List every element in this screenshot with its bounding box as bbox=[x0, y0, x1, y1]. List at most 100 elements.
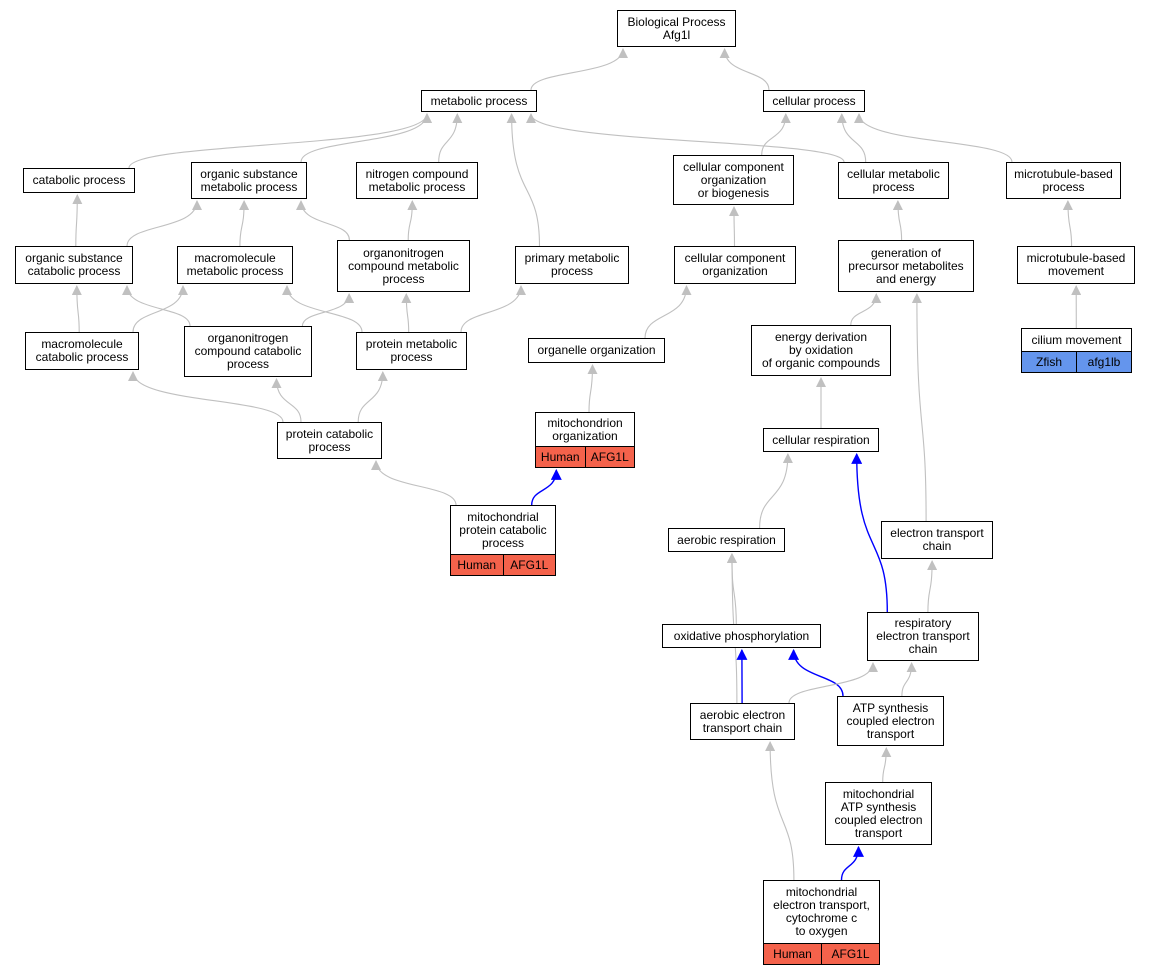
node-mito-et[interactable]: mitochondrial electron transport, cytoch… bbox=[763, 880, 880, 965]
node-label: protein catabolic process bbox=[285, 426, 374, 454]
node-label: cellular process bbox=[772, 93, 856, 108]
node-label: aerobic electron transport chain bbox=[699, 707, 786, 735]
node-label: macromolecule catabolic process bbox=[35, 337, 129, 364]
edge-org-subst-cat-to-org-subst-met bbox=[126, 200, 202, 247]
edge-orgnitro-cat-to-org-subst-cat bbox=[122, 285, 191, 327]
edge-etc-to-gen-prec bbox=[911, 293, 927, 522]
node-label: microtubule-based movement bbox=[1026, 251, 1126, 278]
edge-orgnitro-met-to-org-subst-met bbox=[296, 200, 350, 241]
node-cell-resp[interactable]: cellular respiration bbox=[763, 428, 879, 452]
edge-protein-met-to-macro-met bbox=[282, 285, 363, 333]
node-cell-met[interactable]: cellular metabolic process bbox=[838, 162, 949, 199]
edge-organelle-org-to-cco bbox=[644, 285, 692, 339]
edge-mito-atp-to-atp-synth bbox=[881, 747, 892, 783]
node-mito-atp[interactable]: mitochondrial ATP synthesis coupled elec… bbox=[825, 782, 932, 845]
node-organelle-org[interactable]: organelle organization bbox=[528, 338, 665, 363]
node-resp-etc[interactable]: respiratory electron transport chain bbox=[867, 612, 979, 661]
node-ccob[interactable]: cellular component organization or bioge… bbox=[673, 155, 794, 205]
node-aerobic-resp[interactable]: aerobic respiration bbox=[668, 528, 785, 552]
node-protein-met[interactable]: protein metabolic process bbox=[356, 332, 467, 370]
node-nitrogen[interactable]: nitrogen compound metabolic process bbox=[356, 162, 478, 199]
edge-gen-prec-to-cell-met bbox=[892, 200, 903, 241]
node-label: organic substance catabolic process bbox=[25, 251, 123, 278]
node-label: mitochondrial electron transport, cytoch… bbox=[773, 885, 870, 938]
gene-tag: AFG1L bbox=[502, 555, 555, 575]
node-aerobic-etc[interactable]: aerobic electron transport chain bbox=[690, 703, 795, 740]
node-energy-deriv[interactable]: energy derivation by oxidation of organi… bbox=[751, 325, 891, 376]
edge-mito-et-to-aerobic-etc bbox=[765, 741, 795, 881]
edge-mito-et-to-mito-atp bbox=[840, 845, 864, 881]
edge-cell-met-to-cellular bbox=[836, 113, 867, 163]
node-mt-process[interactable]: microtubule-based process bbox=[1006, 162, 1121, 199]
node-catabolic[interactable]: catabolic process bbox=[23, 168, 135, 193]
edge-aerobic-etc-to-resp-etc bbox=[788, 662, 878, 704]
node-label: metabolic process bbox=[430, 93, 528, 108]
node-gen-prec[interactable]: generation of precursor metabolites and … bbox=[838, 240, 974, 292]
edge-atp-synth-to-ox-phos bbox=[788, 648, 844, 697]
node-ox-phos[interactable]: oxidative phosphorylation bbox=[662, 624, 821, 648]
node-label: organonitrogen compound catabolic proces… bbox=[194, 331, 302, 371]
edge-atp-synth-to-resp-etc bbox=[901, 662, 917, 697]
species-tag: Zfish bbox=[1022, 352, 1076, 372]
edge-org-subst-cat-to-catabolic bbox=[72, 194, 83, 247]
edge-protein-met-to-primary bbox=[460, 285, 526, 333]
node-root[interactable]: Biological Process Afg1l bbox=[617, 10, 736, 47]
edge-mito-org-to-organelle-org bbox=[587, 364, 598, 413]
edge-protein-cat-to-orgnitro-cat bbox=[271, 378, 302, 423]
node-label: cellular component organization or bioge… bbox=[683, 159, 784, 200]
node-orgnitro-met[interactable]: organonitrogen compound metabolic proces… bbox=[337, 240, 470, 292]
node-org-subst-met[interactable]: organic substance metabolic process bbox=[191, 162, 307, 199]
gene-tag: afg1lb bbox=[1076, 352, 1131, 372]
edge-nitrogen-to-metabolic bbox=[438, 113, 463, 163]
node-macro-cat[interactable]: macromolecule catabolic process bbox=[25, 332, 139, 370]
node-etc[interactable]: electron transport chain bbox=[881, 521, 993, 559]
node-org-subst-cat[interactable]: organic substance catabolic process bbox=[15, 246, 133, 284]
gene-tag: AFG1L bbox=[584, 447, 634, 467]
edge-ccob-to-cellular bbox=[761, 113, 791, 156]
node-macro-met[interactable]: macromolecule metabolic process bbox=[177, 246, 293, 284]
edge-energy-deriv-to-gen-prec bbox=[850, 293, 882, 326]
node-label: Biological Process Afg1l bbox=[627, 14, 726, 42]
node-orgnitro-cat[interactable]: organonitrogen compound catabolic proces… bbox=[184, 326, 312, 377]
species-tag: Human bbox=[451, 555, 503, 575]
edge-orgnitro-met-to-nitrogen bbox=[407, 200, 418, 241]
node-label: cilium movement bbox=[1031, 332, 1122, 347]
node-protein-cat[interactable]: protein catabolic process bbox=[277, 422, 382, 459]
edge-resp-etc-to-etc bbox=[927, 560, 938, 613]
node-label: mitochondrion organization bbox=[547, 415, 623, 443]
node-label: organelle organization bbox=[537, 343, 656, 357]
node-label: macromolecule metabolic process bbox=[186, 251, 284, 278]
node-label: cellular component organization bbox=[684, 251, 786, 278]
edge-cellular-to-root bbox=[719, 48, 770, 91]
edge-cco-to-ccob bbox=[729, 206, 740, 247]
node-mt-movement[interactable]: microtubule-based movement bbox=[1017, 246, 1135, 284]
node-label: respiratory electron transport chain bbox=[876, 616, 970, 656]
gene-tag: AFG1L bbox=[821, 944, 879, 964]
edge-resp-etc-to-cell-resp bbox=[851, 452, 888, 613]
node-cco[interactable]: cellular component organization bbox=[674, 246, 796, 284]
node-label: nitrogen compound metabolic process bbox=[365, 166, 469, 194]
edge-mito-prot-cat-to-protein-cat bbox=[371, 460, 457, 506]
edge-macro-met-to-org-subst-met bbox=[239, 200, 250, 247]
node-label: oxidative phosphorylation bbox=[673, 628, 810, 643]
edge-orgnitro-cat-to-orgnitro-met bbox=[301, 293, 355, 327]
edge-org-subst-met-to-metabolic bbox=[300, 113, 432, 163]
node-primary[interactable]: primary metabolic process bbox=[515, 246, 629, 284]
edge-mt-process-to-cellular bbox=[854, 113, 1013, 163]
node-label: primary metabolic process bbox=[524, 251, 620, 278]
edge-mito-prot-cat-to-mito-org bbox=[531, 468, 562, 506]
node-label: mitochondrial ATP synthesis coupled elec… bbox=[834, 786, 923, 840]
node-atp-synth[interactable]: ATP synthesis coupled electron transport bbox=[837, 696, 944, 746]
node-label: cellular metabolic process bbox=[847, 166, 940, 194]
node-metabolic[interactable]: metabolic process bbox=[421, 90, 537, 112]
node-cellular[interactable]: cellular process bbox=[763, 90, 865, 112]
edge-protein-cat-to-macro-cat bbox=[128, 371, 284, 423]
